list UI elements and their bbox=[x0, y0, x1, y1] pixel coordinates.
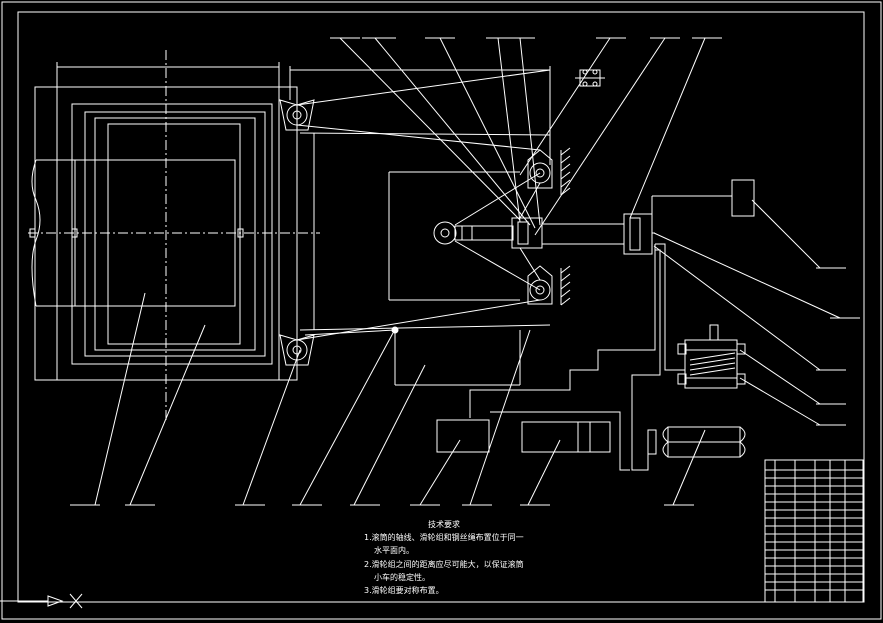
note-2: 2.滑轮组之间的距离应尽可能大，以保证滚筒 bbox=[364, 560, 524, 569]
inner-frame bbox=[17, 11, 865, 603]
note-1: 1.滚筒的轴线、滑轮组和钢丝绳布置位于同一 bbox=[364, 533, 524, 542]
note-3: 3.滑轮组要对称布置。 bbox=[364, 586, 444, 595]
pump-unit bbox=[436, 419, 490, 453]
oil-tank bbox=[521, 421, 611, 453]
wall-hatch-upper bbox=[560, 147, 571, 196]
pulley-block bbox=[433, 221, 457, 245]
note-2-cont: 小车的稳定性。 bbox=[374, 573, 430, 582]
hydraulic-cylinder bbox=[541, 223, 625, 245]
title-block bbox=[764, 459, 864, 603]
winch-hatch bbox=[689, 352, 736, 376]
note-1-cont: 水平面内。 bbox=[374, 546, 414, 555]
wall-hatch-lower bbox=[560, 265, 571, 306]
notes-title: 技术要求 bbox=[428, 520, 460, 529]
valve-box bbox=[731, 179, 755, 217]
